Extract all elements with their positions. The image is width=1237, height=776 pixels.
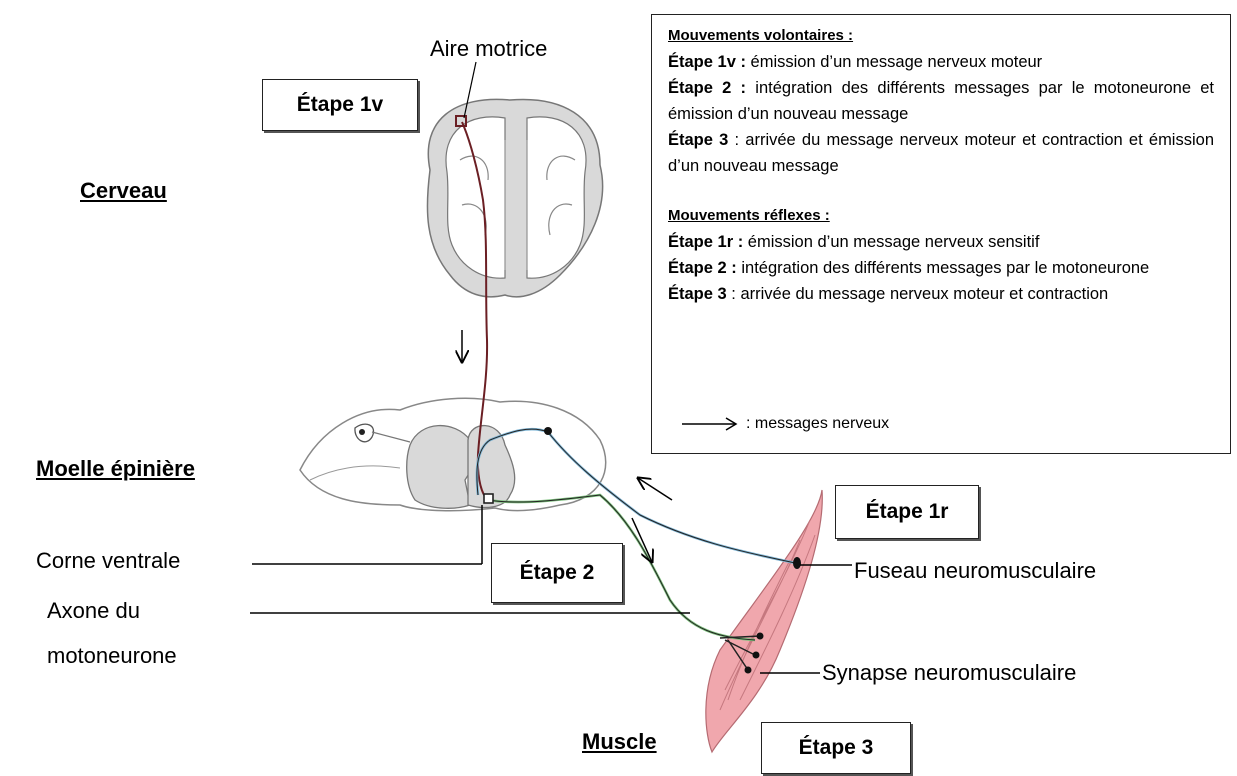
label-corne-ventrale: Corne ventrale [36,548,180,574]
label-cerveau: Cerveau [80,178,167,204]
legend-ref-step-1r: Étape 1r : émission d’un message nerveux… [668,229,1214,255]
label-moelle: Moelle épinière [36,456,195,482]
synapse-dot-2 [753,652,760,659]
spinal-cord-section [300,398,606,510]
legend-arrow-text: : messages nerveux [746,411,889,437]
legend-reflex-title: Mouvements réflexes : [668,203,1214,229]
label-axone-line1: Axone du [47,598,140,624]
label-aire-motrice: Aire motrice [430,36,547,62]
step-box-2: Étape 2 [491,543,623,603]
sensory-ganglion [544,427,552,435]
arrow-sensory [638,478,672,500]
legend-ref-step-3: Étape 3 : arrivée du message nerveux mot… [668,281,1214,307]
label-axone-line2: motoneurone [47,643,177,669]
label-muscle: Muscle [582,729,657,755]
legend-vol-step-2: Étape 2 : intégration des différents mes… [668,75,1214,127]
synapse-dot-1 [757,633,764,640]
step-box-1r: Étape 1r [835,485,979,539]
arrow-motor [632,518,652,562]
legend-vol-step-3: Étape 3 : arrivée du message nerveux mot… [668,127,1214,179]
legend-vol-step-1v: Étape 1v : émission d’un message nerveux… [668,49,1214,75]
legend-arrow-entry: : messages nerveux [680,411,889,437]
motoneuron-body [484,494,493,503]
synapse-dot-3 [745,667,752,674]
muscle-shape [706,490,822,752]
neuromuscular-spindle [793,557,801,569]
brain-section [427,99,602,296]
label-synapse: Synapse neuromusculaire [822,660,1076,686]
legend-arrow-icon [680,416,740,432]
step-box-1v: Étape 1v [262,79,418,131]
step-box-3: Étape 3 [761,722,911,774]
legend-box: Mouvements volontaires : Étape 1v : émis… [651,14,1231,454]
legend-voluntary-title: Mouvements volontaires : [668,23,1214,49]
legend-ref-step-2: Étape 2 : intégration des différents mes… [668,255,1214,281]
label-fuseau: Fuseau neuromusculaire [854,558,1096,584]
